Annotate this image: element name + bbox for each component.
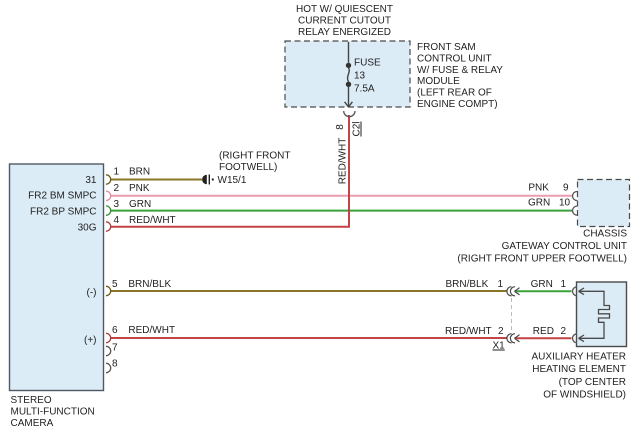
svg-text:OF WINDSHIELD): OF WINDSHIELD) (543, 390, 626, 401)
svg-text:C2l: C2l (352, 121, 363, 136)
svg-text:GATEWAY CONTROL UNIT: GATEWAY CONTROL UNIT (502, 241, 627, 252)
svg-text:W/ FUSE & RELAY: W/ FUSE & RELAY (417, 65, 503, 76)
svg-text:PNK: PNK (528, 183, 549, 194)
svg-text:1: 1 (561, 279, 567, 290)
svg-text:W15/1: W15/1 (218, 175, 247, 186)
svg-text:BRN/BLK: BRN/BLK (446, 279, 489, 290)
svg-text:BRN/BLK: BRN/BLK (128, 279, 171, 290)
svg-text:7.5A: 7.5A (354, 84, 375, 95)
svg-text:(+): (+) (84, 335, 97, 346)
svg-text:GRN: GRN (129, 199, 151, 210)
svg-text:4: 4 (114, 215, 120, 226)
svg-text:10: 10 (559, 198, 571, 209)
svg-text:STEREO: STEREO (11, 395, 52, 406)
svg-text:RED/WHT: RED/WHT (445, 326, 492, 337)
svg-text:(TOP CENTER: (TOP CENTER (559, 377, 626, 388)
svg-text:AUXILIARY HEATER: AUXILIARY HEATER (532, 352, 626, 363)
svg-text:RED: RED (533, 326, 554, 337)
svg-text:5: 5 (112, 279, 118, 290)
svg-text:FR2 BP SMPC: FR2 BP SMPC (30, 206, 97, 217)
svg-text:(LEFT REAR OF: (LEFT REAR OF (417, 88, 492, 99)
svg-text:FOOTWELL): FOOTWELL) (219, 162, 277, 173)
svg-text:FUSE: FUSE (354, 58, 381, 69)
svg-text:1: 1 (114, 166, 120, 177)
svg-text:3: 3 (114, 199, 120, 210)
svg-text:(RIGHT FRONT: (RIGHT FRONT (219, 151, 290, 162)
svg-text:X1: X1 (493, 341, 506, 352)
svg-text:2: 2 (498, 326, 504, 337)
svg-text:9: 9 (563, 182, 569, 193)
svg-text:6: 6 (112, 325, 118, 336)
svg-text:8: 8 (112, 359, 118, 370)
svg-text:2: 2 (561, 326, 567, 337)
svg-text:FR2 BM SMPC: FR2 BM SMPC (28, 191, 96, 202)
svg-text:CHASSIS: CHASSIS (583, 229, 627, 240)
svg-text:HOT W/ QUIESCENT: HOT W/ QUIESCENT (296, 4, 393, 15)
svg-text:MODULE: MODULE (417, 76, 460, 87)
svg-text:FRONT SAM: FRONT SAM (417, 42, 476, 53)
svg-text:ENGINE COMPT): ENGINE COMPT) (417, 99, 498, 110)
svg-text:13: 13 (354, 71, 366, 82)
svg-text:1: 1 (498, 279, 504, 290)
svg-text:RED/WHT: RED/WHT (128, 325, 175, 336)
svg-text:(-): (-) (87, 288, 97, 299)
svg-text:PNK: PNK (129, 183, 150, 194)
svg-text:HEATING ELEMENT: HEATING ELEMENT (532, 364, 626, 375)
svg-text:BRN: BRN (129, 166, 150, 177)
svg-text:(RIGHT FRONT UPPER FOOTWELL): (RIGHT FRONT UPPER FOOTWELL) (457, 253, 627, 264)
svg-text:CURRENT CUTOUT: CURRENT CUTOUT (298, 16, 391, 27)
svg-text:CAMERA: CAMERA (11, 418, 54, 429)
svg-text:MULTI-FUNCTION: MULTI-FUNCTION (11, 406, 95, 417)
svg-text:CONTROL UNIT: CONTROL UNIT (417, 53, 492, 64)
svg-text:8: 8 (335, 124, 346, 130)
svg-text:GRN: GRN (531, 279, 553, 290)
svg-text:7: 7 (112, 343, 118, 354)
svg-text:31: 31 (85, 175, 97, 186)
svg-text:2: 2 (114, 183, 120, 194)
svg-text:GRN: GRN (528, 198, 550, 209)
svg-text:RED/WHT: RED/WHT (129, 215, 176, 226)
svg-text:RED/WHT: RED/WHT (338, 138, 349, 185)
svg-text:RELAY ENERGIZED: RELAY ENERGIZED (298, 27, 391, 38)
svg-text:30G: 30G (78, 222, 97, 233)
